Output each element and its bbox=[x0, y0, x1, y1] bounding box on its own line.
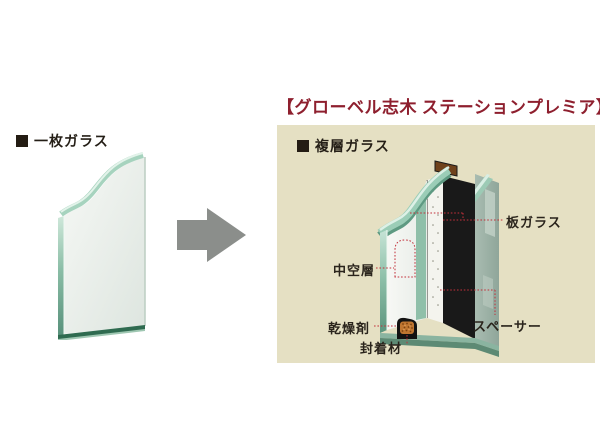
callout-desiccant: 乾燥剤 bbox=[328, 321, 371, 336]
glazing-diagram bbox=[374, 160, 504, 357]
single-glass-illustration bbox=[58, 152, 146, 340]
page-title: 【グローベル志木 ステーションプレミア】 bbox=[277, 98, 600, 117]
single-glass-label: 一枚ガラス bbox=[34, 135, 109, 150]
callout-sealant: 封着材 bbox=[360, 341, 403, 356]
double-glass-section: 複層ガラス bbox=[297, 136, 390, 156]
callout-spacer: スペーサー bbox=[473, 319, 542, 334]
double-glass-panel: 複層ガラス bbox=[277, 125, 595, 363]
callout-plate-glass: 板ガラス bbox=[506, 215, 562, 230]
single-glass-section: 一枚ガラス bbox=[16, 131, 109, 151]
arrow-right-icon bbox=[177, 208, 246, 262]
callout-hollow-layer: 中空層 bbox=[333, 263, 376, 278]
square-bullet-icon bbox=[16, 135, 28, 147]
square-bullet-icon bbox=[297, 140, 309, 152]
double-glass-label: 複層ガラス bbox=[315, 140, 390, 155]
